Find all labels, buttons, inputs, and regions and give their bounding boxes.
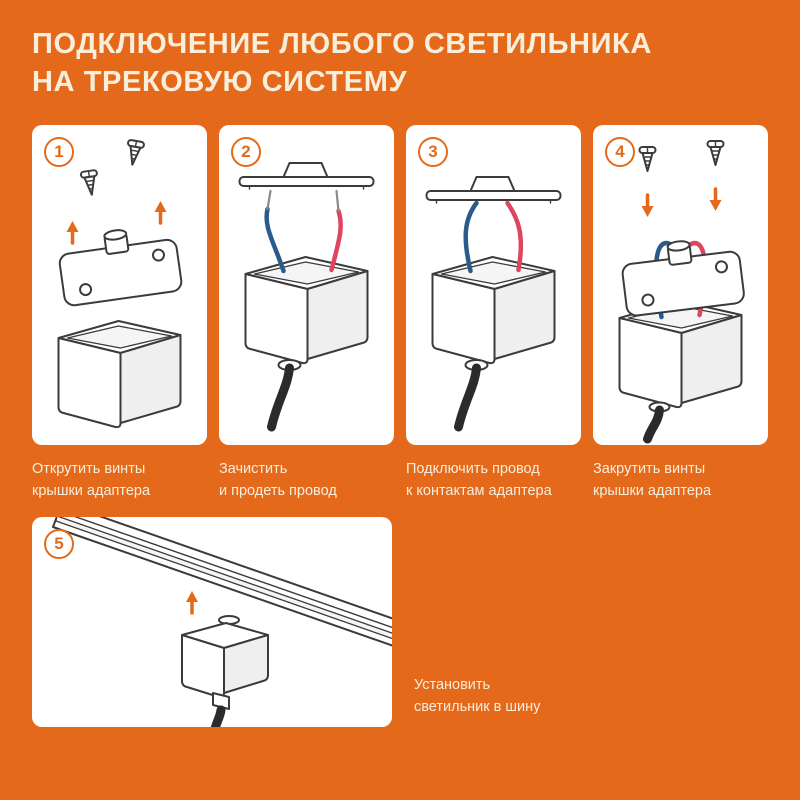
step-2-number-badge: 2 <box>231 137 261 168</box>
step-3: 3 Подключить провод к контактам адаптера <box>406 125 581 503</box>
page-title-line1: ПОДКЛЮЧЕНИЕ ЛЮБОГО СВЕТИЛЬНИКА <box>32 28 652 60</box>
step-4-caption: Закрутить винты крышки адаптера <box>593 459 768 503</box>
power-cable <box>643 405 664 444</box>
step-2-illustration <box>238 162 375 432</box>
page-title-line2: НА ТРЕКОВУЮ СИСТЕМУ <box>32 65 408 98</box>
adapter-cover-plate <box>55 221 184 308</box>
step-3-illustration <box>425 176 562 432</box>
step-5-caption-line2: светильник в шину <box>414 699 541 716</box>
step-2-caption: Зачистить и продеть провод <box>219 459 394 503</box>
step-1-illustration <box>55 138 184 429</box>
step-5-card: 5 <box>32 516 392 727</box>
step-4-number-badge: 4 <box>605 137 635 168</box>
step-1-caption-line2: крышки адаптера <box>32 483 151 500</box>
screw-icon <box>79 169 101 198</box>
step-1-caption: Открутить винты крышки адаптера <box>32 459 207 503</box>
power-cable <box>267 363 294 432</box>
wire-red-stripped-tip <box>335 190 340 213</box>
adapter-cover-plate <box>238 162 375 191</box>
step-1-card: 1 <box>32 125 207 446</box>
step-3-number-badge: 3 <box>418 137 448 168</box>
arrow-up-icon <box>152 199 169 226</box>
step-1: 1 Открутить винты крышки адаптера <box>32 125 207 503</box>
step-3-caption-line2: к контактам адаптера <box>406 483 552 500</box>
arrow-down-icon <box>639 193 656 220</box>
step-4-number: 4 <box>615 142 625 162</box>
adapter-body <box>431 256 556 365</box>
power-cable <box>210 705 226 727</box>
wire-blue-stripped-tip <box>266 190 272 211</box>
step-2-caption-line2: и продеть провод <box>219 483 337 500</box>
steps-row: 1 Открутить винты крышки адаптера <box>32 125 768 503</box>
track-adapter <box>181 614 269 727</box>
step-3-caption: Подключить провод к контактам адаптера <box>406 459 581 503</box>
screw-icon <box>638 146 657 173</box>
step-5-caption: Установить светильник в шину <box>414 675 540 719</box>
step-5-number-badge: 5 <box>44 528 74 559</box>
step-1-number: 1 <box>54 142 64 162</box>
power-cable <box>454 363 481 432</box>
step-3-card: 3 <box>406 125 581 446</box>
step-3-caption-line1: Подключить провод <box>406 461 540 478</box>
step-4-illustration <box>618 140 746 444</box>
adapter-body <box>57 320 182 429</box>
screw-icon <box>706 140 725 167</box>
step-5-caption-line1: Установить <box>414 677 491 694</box>
arrow-up-icon <box>184 589 200 615</box>
step-2-card: 2 <box>219 125 394 446</box>
step-4-caption-line2: крышки адаптера <box>593 483 712 500</box>
adapter-body <box>244 256 369 365</box>
step-5-number: 5 <box>54 533 64 553</box>
adapter-body <box>618 300 743 409</box>
step-5-illustration <box>52 516 392 727</box>
step-2-caption-line1: Зачистить <box>219 461 288 478</box>
wire-blue <box>463 201 479 274</box>
page-title: ПОДКЛЮЧЕНИЕ ЛЮБОГО СВЕТИЛЬНИКА НА ТРЕКОВ… <box>32 26 768 101</box>
wire-blue <box>264 207 286 274</box>
step-2-number: 2 <box>241 142 251 162</box>
wire-red <box>329 209 343 273</box>
track-rail <box>52 516 392 647</box>
step-2: 2 Зачистить и продеть провод <box>219 125 394 503</box>
bottom-row: 5 Установить <box>32 516 768 727</box>
step-3-number: 3 <box>428 142 438 162</box>
step-1-caption-line1: Открутить винты <box>32 461 146 478</box>
step-4: 4 Закрутить винты крышки адаптера <box>593 125 768 503</box>
step-4-caption-line1: Закрутить винты <box>593 461 706 478</box>
adapter-cover-plate <box>425 176 562 205</box>
wire-red <box>505 201 524 273</box>
arrow-up-icon <box>64 219 81 246</box>
adapter-cover-plate <box>618 233 746 318</box>
arrow-down-icon <box>707 187 724 214</box>
step-1-number-badge: 1 <box>44 137 74 168</box>
screw-icon <box>123 138 146 168</box>
step-4-card: 4 <box>593 125 768 446</box>
